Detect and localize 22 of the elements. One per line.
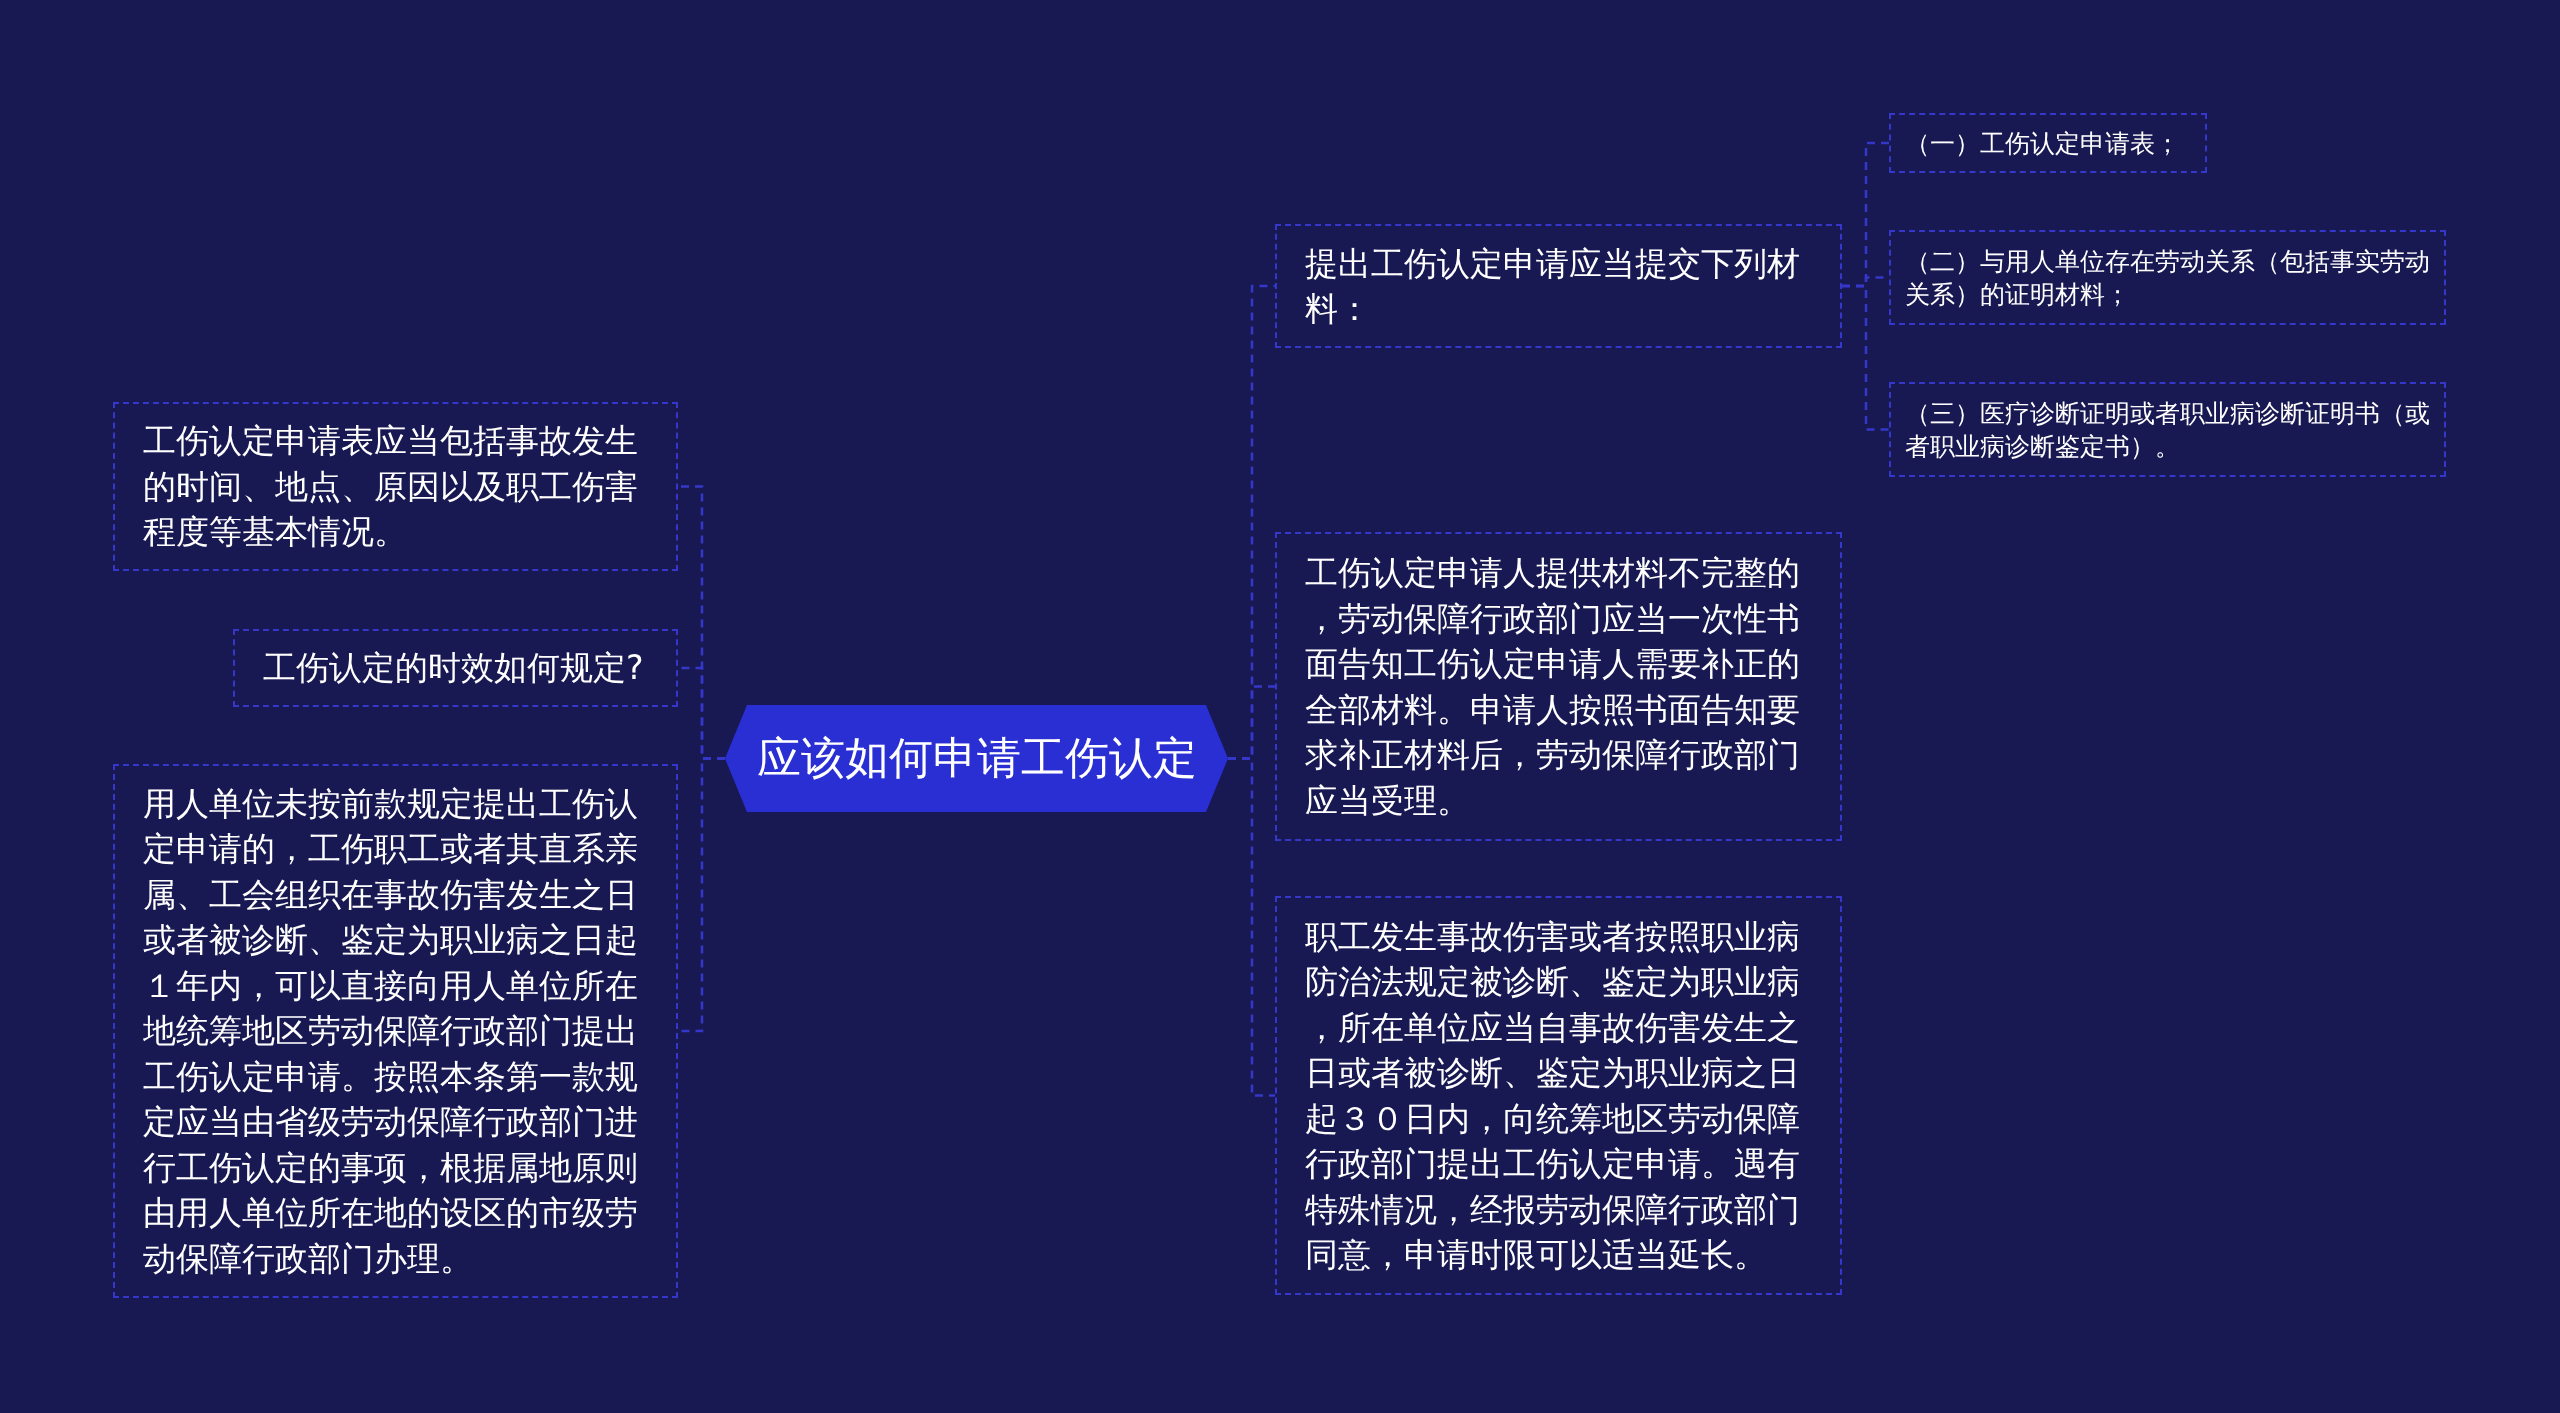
topic-text: 应该如何申请工伤认定 [755,731,1198,785]
topic-hexagon [725,705,1228,812]
box-text: 工伤认定申请人提供材料不完整的，劳动保障行政部门应当一次性书面告知工伤认定申请人需要补正的全部材料。申请人按照书面告知要求补正材料后，劳动保障行政部门应当受理。 [1304,552,1801,822]
text-box [1889,382,2446,477]
box-text: （一）工伤认定申请表； [1904,127,2181,160]
box-text: 工伤认定申请表应当包括事故发生的时间、地点、原因以及职工伤害程度等基本情况。 [142,420,639,554]
text-box [1275,224,1842,348]
box-text: （三）医疗诊断证明或者职业病诊断证明书（或者职业病诊断鉴定书）。 [1904,397,2431,463]
connector-line [1228,757,1275,1097]
box-text: 提出工伤认定申请应当提交下列材料： [1304,242,1801,330]
box-text: 职工发生事故伤害或者按照职业病防治法规定被诊断、鉴定为职业病，所在单位应当自事故伤害发生之日或者被诊断、鉴定为职业病之日起３０日内，向统筹地区劳动保障行政部门提出工伤认定申请。遇有特殊情况，经报劳动保障行政部门同意，申请时限可以适当延长。 [1304,915,1801,1276]
text-box [233,629,678,707]
text-box [1889,230,2446,325]
text-box [113,402,678,571]
text-box [1275,896,1842,1295]
connector-line [1842,284,1889,431]
box-text: （二）与用人单位存在劳动关系（包括事实劳动关系）的证明材料； [1904,245,2431,311]
text-box [113,764,678,1298]
box-text: 工伤认定的时效如何规定? [262,647,645,690]
box-text: 用人单位未按前款规定提出工伤认定申请的，工伤职工或者其直系亲属、工会组织在事故伤害发生之日或者被诊断、鉴定为职业病之日起１年内，可以直接向用人单位所在地统筹地区劳动保障行政部门提出工伤认定申请。按照本条第一款规定应当由省级劳动保障行政部门进行工伤认定的事项，根据属地原则由用人单位所在地的设区的市级劳动保障行政部门办理。 [142,782,639,1280]
text-box [1889,113,2207,173]
text-box [1275,532,1842,841]
